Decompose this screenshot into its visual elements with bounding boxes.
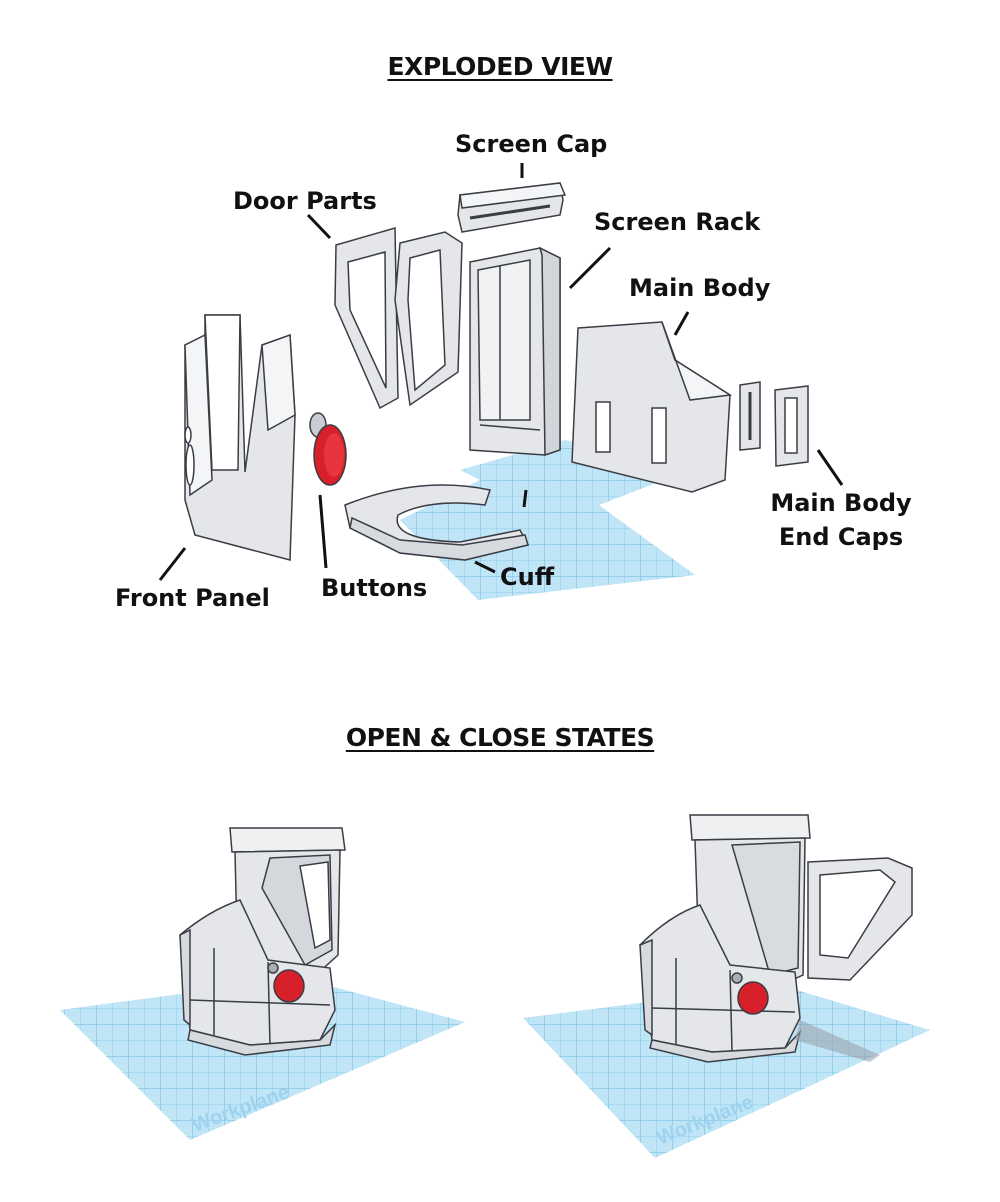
label-front-panel: Front Panel: [115, 584, 270, 612]
front-panel-part: [184, 314, 296, 561]
screen-rack-leader: [568, 246, 612, 290]
front-panel-leader: [158, 547, 187, 581]
label-main-body-end-caps-line2: End Caps: [778, 523, 904, 551]
cuff-part: [344, 484, 530, 561]
label-main-body-end-caps: Main Body End Caps: [770, 486, 912, 554]
open-door-shadow: [795, 1020, 880, 1062]
door-parts-leader: [306, 213, 332, 240]
open-close-states-heading: OPEN & CLOSE STATES: [345, 723, 655, 752]
label-main-body: Main Body: [629, 274, 771, 302]
main-body-leader: [673, 311, 690, 336]
main-body-part: [571, 321, 733, 493]
cuff-leader: [474, 560, 496, 574]
label-screen-rack: Screen Rack: [594, 208, 761, 236]
label-main-body-end-caps-line1: Main Body: [770, 489, 912, 517]
screen-rack-part: [469, 246, 561, 457]
label-cuff: Cuff: [500, 563, 555, 591]
buttons-part: [309, 412, 347, 486]
door-parts-part: [334, 227, 463, 410]
cuff-leader-top: [522, 489, 528, 508]
workplane-closed: [60, 978, 465, 1140]
exploded-view-heading: EXPLODED VIEW: [387, 52, 613, 81]
buttons-leader: [318, 494, 328, 569]
end-caps-leader: [816, 449, 844, 486]
main-body-end-caps-part: [739, 381, 809, 467]
label-buttons: Buttons: [321, 574, 428, 602]
device-open: [639, 814, 913, 1063]
device-closed: [179, 827, 346, 1056]
label-screen-cap: Screen Cap: [455, 130, 608, 158]
screen-cap-part: [457, 182, 567, 233]
workplane-open: [523, 985, 930, 1158]
label-door-parts: Door Parts: [233, 187, 377, 215]
